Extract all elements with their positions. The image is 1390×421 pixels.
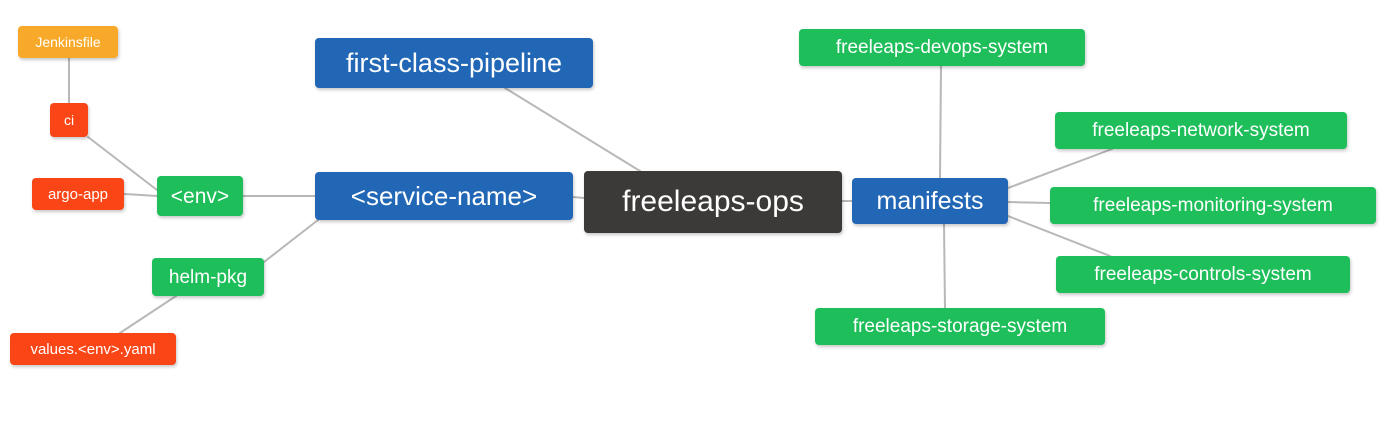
node-freeleaps-network-system[interactable]: freeleaps-network-system	[1055, 112, 1347, 149]
node-freeleaps-monitoring-system[interactable]: freeleaps-monitoring-system	[1050, 187, 1376, 224]
node-label-values-yaml: values.<env>.yaml	[30, 340, 156, 358]
node-freeleaps-devops-system[interactable]: freeleaps-devops-system	[799, 29, 1085, 66]
node-service-name[interactable]: <service-name>	[315, 172, 573, 220]
node-label-manifests: manifests	[876, 186, 984, 215]
edge-argo-app-to-env	[123, 193, 158, 197]
edge-manifests-to-freeleaps-storage-system	[943, 223, 946, 309]
node-env[interactable]: <env>	[157, 176, 243, 216]
node-argo-app[interactable]: argo-app	[32, 178, 124, 210]
node-label-first-class-pipeline: first-class-pipeline	[345, 47, 563, 78]
edge-helm-pkg-to-values-yaml	[119, 295, 177, 334]
node-label-service-name: <service-name>	[350, 181, 538, 211]
node-label-freeleaps-storage-system: freeleaps-storage-system	[852, 316, 1068, 337]
edge-service-name-to-helm-pkg	[263, 219, 319, 263]
node-ci[interactable]: ci	[50, 103, 88, 137]
edge-manifests-to-freeleaps-network-system	[1007, 148, 1113, 189]
node-jenkinsfile[interactable]: Jenkinsfile	[18, 26, 118, 58]
edge-first-class-pipeline-to-freeleaps-ops	[504, 87, 641, 172]
node-label-freeleaps-ops: freeleaps-ops	[622, 185, 804, 218]
node-helm-pkg[interactable]: helm-pkg	[152, 258, 264, 296]
node-label-freeleaps-network-system: freeleaps-network-system	[1092, 120, 1310, 141]
node-label-freeleaps-monitoring-system: freeleaps-monitoring-system	[1093, 195, 1333, 216]
node-manifests[interactable]: manifests	[852, 178, 1008, 224]
edge-service-name-to-freeleaps-ops	[572, 196, 585, 199]
node-label-jenkinsfile: Jenkinsfile	[35, 34, 101, 50]
node-freeleaps-ops[interactable]: freeleaps-ops	[584, 171, 842, 233]
node-label-env: <env>	[170, 184, 230, 208]
node-first-class-pipeline[interactable]: first-class-pipeline	[315, 38, 593, 88]
node-label-freeleaps-controls-system: freeleaps-controls-system	[1094, 264, 1312, 285]
node-freeleaps-controls-system[interactable]: freeleaps-controls-system	[1056, 256, 1350, 293]
node-label-helm-pkg: helm-pkg	[168, 266, 248, 288]
edge-manifests-to-freeleaps-monitoring-system	[1007, 201, 1051, 204]
node-values-yaml[interactable]: values.<env>.yaml	[10, 333, 176, 365]
edge-manifests-to-freeleaps-devops-system	[939, 65, 942, 179]
node-label-ci: ci	[63, 112, 75, 128]
node-label-freeleaps-devops-system: freeleaps-devops-system	[835, 37, 1049, 58]
node-freeleaps-storage-system[interactable]: freeleaps-storage-system	[815, 308, 1105, 345]
node-label-argo-app: argo-app	[47, 185, 109, 203]
